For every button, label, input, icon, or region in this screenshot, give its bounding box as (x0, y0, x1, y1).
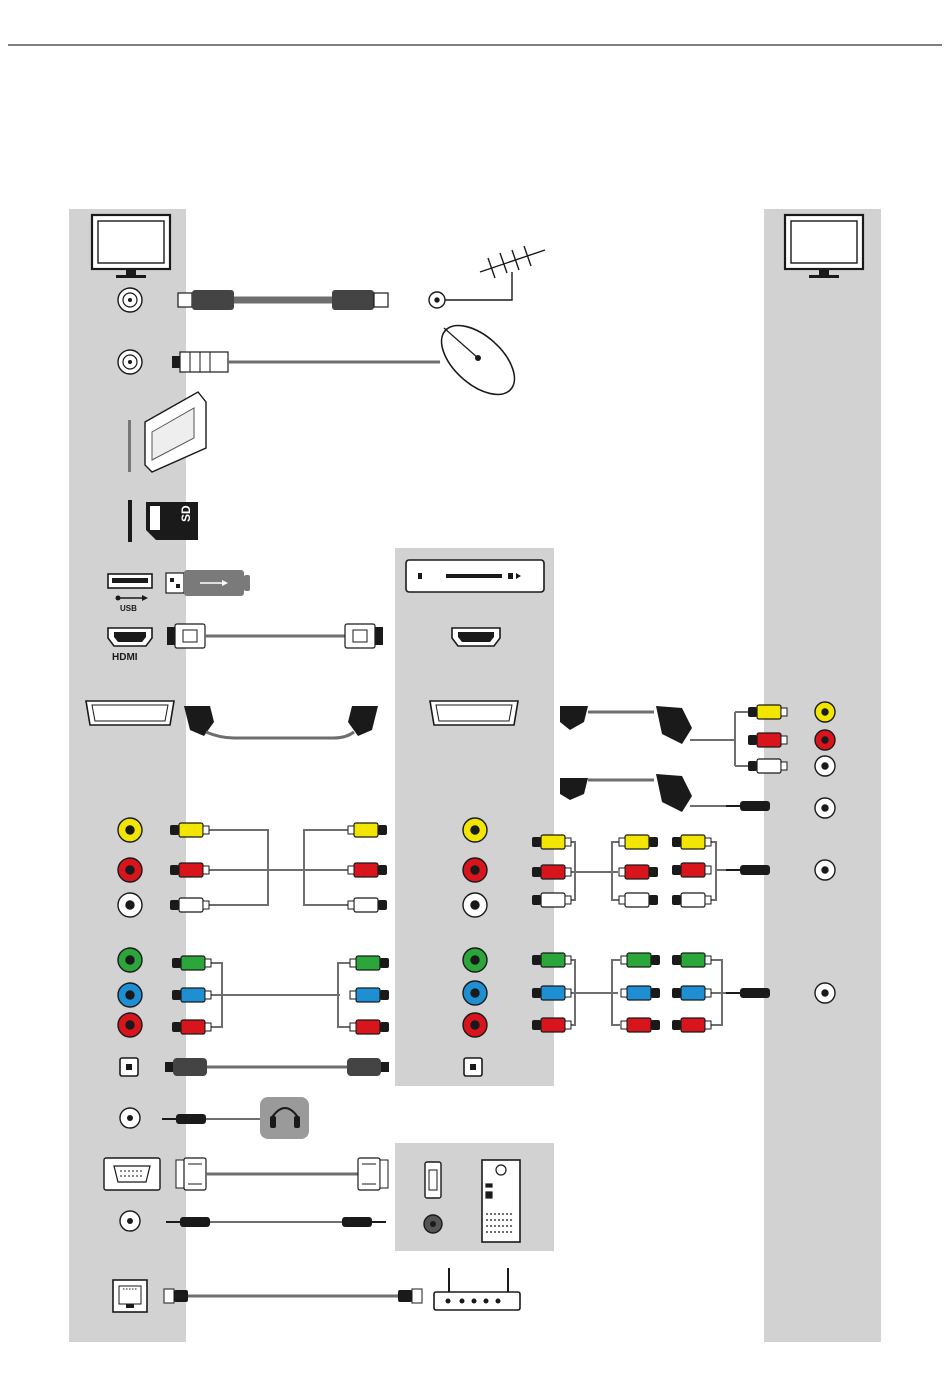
scart-cable (184, 706, 378, 738)
component-cable (210, 963, 350, 1027)
rca-plug (532, 893, 571, 907)
rca-plug (532, 953, 571, 967)
headphone-jack (120, 1108, 140, 1128)
component-plug-b-r (350, 988, 389, 1002)
rca-plug (672, 1018, 711, 1032)
sd-label: SD (179, 505, 193, 522)
tv-icon-right (785, 215, 863, 278)
component-plug-r-l (172, 1020, 211, 1034)
composite-plug-r-r (348, 863, 387, 877)
scart-port-icon (86, 701, 174, 725)
rca-plug-white (748, 759, 787, 773)
jack-plug (726, 988, 770, 998)
media-hdmi-port (452, 628, 500, 646)
rca-plug (672, 953, 711, 967)
component-plug-g-l (172, 956, 211, 970)
satellite-dish-icon (429, 313, 527, 408)
hdmi-cable (167, 624, 383, 648)
composite-plug-r-l (170, 863, 209, 877)
rca-plug (621, 1018, 660, 1032)
composite-plug-w-r (348, 898, 387, 912)
antenna-cable (178, 290, 388, 310)
component-plug-g-r (350, 956, 389, 970)
rca-plug (672, 893, 711, 907)
jack-plug (342, 1217, 386, 1227)
rca-plug (619, 865, 658, 879)
pc-tower-icon (482, 1160, 520, 1242)
ethernet-port-icon (113, 1280, 147, 1312)
rca-plug-red (748, 733, 787, 747)
satellite-input-port (118, 350, 142, 374)
vga-port-icon (104, 1158, 160, 1190)
vga-cable (176, 1158, 388, 1190)
composite-plug-y-l (170, 823, 209, 837)
component-plug-r-r (350, 1020, 389, 1034)
media-composite-jacks (463, 818, 487, 917)
jack-plug (726, 801, 770, 811)
pc-panel (395, 1143, 554, 1251)
rca-plug (619, 893, 658, 907)
usb-label: USB (120, 604, 137, 613)
usb-stick-icon (166, 570, 250, 596)
media-optical-port (464, 1058, 482, 1076)
pc-audio-out-jack (424, 1215, 442, 1233)
ethernet-cable (164, 1289, 422, 1303)
antenna-input-port (118, 288, 142, 312)
rca-plug (672, 986, 711, 1000)
component-plug-b-l (172, 988, 211, 1002)
tv-composite-jacks (118, 818, 142, 917)
scart-to-rca-adapter-top (560, 706, 748, 766)
jack-plug (726, 865, 770, 875)
tv-component-jacks (118, 948, 142, 1037)
rca-plug (621, 953, 660, 967)
scart-to-jack-adapter (560, 774, 740, 812)
rca-plug (672, 835, 711, 849)
satellite-cable (172, 352, 440, 372)
router-icon (434, 1268, 520, 1310)
rca-plug (532, 835, 571, 849)
rca-plug (619, 835, 658, 849)
optical-cable (165, 1058, 389, 1076)
rca-plug (532, 865, 571, 879)
rca-plug (532, 1018, 571, 1032)
antenna-icon (429, 246, 545, 308)
tv-icon-left (92, 215, 170, 278)
hdmi-label: HDMI (112, 652, 138, 663)
media-component-jacks (463, 948, 487, 1037)
composite-plug-y-r (348, 823, 387, 837)
optical-port-icon (120, 1058, 138, 1076)
pc-vga-port (425, 1162, 441, 1198)
media-player-icon (406, 560, 544, 592)
media-scart-port (430, 701, 518, 725)
rca-plug-yellow (748, 705, 787, 719)
rca-plug (532, 986, 571, 1000)
rca-plug (621, 986, 660, 1000)
composite-plug-w-l (170, 898, 209, 912)
rca-plug (672, 863, 711, 877)
pc-audio-in-jack (120, 1211, 140, 1231)
headphones-icon (260, 1097, 309, 1139)
composite-cable (208, 830, 348, 905)
